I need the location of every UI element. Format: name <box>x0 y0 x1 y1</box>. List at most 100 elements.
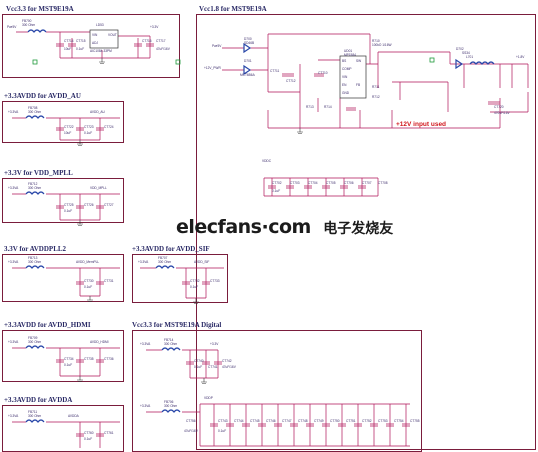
net-label: +3.3VA <box>138 260 149 264</box>
net-label: AVDD_HDMI <box>90 340 109 344</box>
ref-label: CT702 <box>272 181 282 185</box>
ref-label: UD01 <box>344 49 353 53</box>
value-label: 300 Ohm <box>164 342 178 346</box>
ref-label: CT743 <box>218 419 228 423</box>
panel-avdd-hdmi <box>2 330 124 382</box>
ref-label: CT755 <box>410 419 420 423</box>
ref-label: CT712 <box>286 79 296 83</box>
ref-label: CT747 <box>282 419 292 423</box>
ref-label: CT742 <box>222 359 232 363</box>
part-label: SS34 <box>462 51 470 55</box>
net-label: Pwr5V <box>7 25 17 29</box>
panel-title-vcc33-top: Vcc3.3 for MST9E19A <box>6 5 74 13</box>
net-label: +3.3VA <box>8 110 19 114</box>
value-label: 300 Ohm <box>158 260 172 264</box>
panel-title-vcc18: Vcc1.8 for MST9E19A <box>199 5 267 13</box>
ref-label: D702 <box>456 47 464 51</box>
ref-label: CT706 <box>344 181 354 185</box>
watermark-logo-text: elecfans·com <box>176 216 311 238</box>
value-label: 47uF/16V <box>156 47 170 51</box>
panel-title-avdd-au: +3.3AVDD for AVDD_AU <box>4 92 81 100</box>
value-label: 300 Ohm <box>28 340 42 344</box>
net-label: AVDD_MemPLL <box>76 260 100 264</box>
value-label: 0.1uF <box>194 365 203 369</box>
pin-label: VOUT <box>108 33 117 37</box>
ref-label: CT751 <box>346 419 356 423</box>
ref-label: FB712 <box>28 182 38 186</box>
ref-label: D701 <box>244 59 252 63</box>
pin-label: BS <box>342 59 347 63</box>
net-label: Pwr5V <box>212 44 222 48</box>
pin-label: VIN <box>92 33 98 37</box>
net-label: +3.3V <box>210 342 219 346</box>
value-label: 0.1uF <box>190 285 199 289</box>
ref-label: FB709 <box>28 336 38 340</box>
ref-label: CT733 <box>210 279 220 283</box>
ref-label: CT748 <box>298 419 308 423</box>
ref-label: FB707 <box>158 256 168 260</box>
watermark: elecfans·com 电子发烧友 <box>176 216 393 238</box>
ref-label: L701 <box>466 55 474 59</box>
ref-label: CT726 <box>84 203 94 207</box>
ref-label: CT761 <box>104 431 114 435</box>
pin-label: COMP <box>342 67 352 71</box>
annotation-12v-input: +12V input used <box>396 121 447 128</box>
ref-label: CT716 <box>142 39 152 43</box>
ref-label: CT741 <box>208 365 218 369</box>
ref-label: CT717 <box>156 39 166 43</box>
panel-title-avddpll2: 3.3V for AVDDPLL2 <box>4 245 67 253</box>
ref-label: CT736 <box>104 357 114 361</box>
ref-label: CT722 <box>64 125 74 129</box>
ref-label: CT707 <box>362 181 372 185</box>
ref-label: CT720 <box>494 105 504 109</box>
value-label: 300 Ohm <box>28 414 42 418</box>
net-label: +3.3VA <box>140 404 151 408</box>
value-label: 300 Ohm <box>164 404 178 408</box>
ref-label: CT708 <box>378 181 388 185</box>
panel-avdd-au <box>2 101 124 143</box>
panel-vdd-mpll <box>2 178 124 223</box>
ref-label: FB706 <box>164 400 174 404</box>
value-label: 470uF/16V <box>494 111 510 115</box>
panel-avddpll2 <box>2 254 124 302</box>
ref-label: CT704 <box>308 181 318 185</box>
ref-label: FB708 <box>28 106 38 110</box>
net-label: AVDD_SIF <box>194 260 210 264</box>
ref-label: CT756 <box>186 419 196 423</box>
panel-title-vcc33-digital: Vcc3.3 for MST9E19A Digital <box>132 321 222 329</box>
ref-label: CT727 <box>104 203 114 207</box>
ref-label: CT732 <box>190 279 200 283</box>
ref-label: FB713 <box>28 256 38 260</box>
pin-label: ADJ <box>92 41 99 45</box>
ref-label: CT731 <box>104 279 114 283</box>
ref-label: CT715 <box>76 39 86 43</box>
pin-label: SW <box>356 59 362 63</box>
net-label: VDDP <box>204 396 213 400</box>
pin-label: EN <box>342 83 347 87</box>
ref-label: LD53 <box>96 23 104 27</box>
ref-label: CT744 <box>234 419 244 423</box>
ref-label: CT752 <box>362 419 372 423</box>
value-label: 300 Ohm <box>28 186 42 190</box>
part-label: AIC1084-33PM <box>90 49 112 53</box>
value-label: 0.1uF <box>218 429 227 433</box>
value-label: 10uF <box>64 47 72 51</box>
value-label: 0.1uF <box>84 437 93 441</box>
panel-title-avdda: +3.3AVDD for AVDDA <box>4 396 73 404</box>
ref-label: CT745 <box>250 419 260 423</box>
value-label: 0.1uF <box>272 189 281 193</box>
ref-label: CT730 <box>84 279 94 283</box>
ref-label: R710 <box>372 39 380 43</box>
panel-title-avdd-sif: +3.3AVDD for AVDD_SIF <box>132 245 210 253</box>
net-label: VDD_MPLL <box>90 186 107 190</box>
ref-label: CT746 <box>266 419 276 423</box>
net-label: +3.3VA <box>8 260 19 264</box>
net-label: AVDD_AU <box>90 110 105 114</box>
ref-label: CT740 <box>194 359 204 363</box>
ref-label: FB714 <box>164 338 174 342</box>
ref-label: CT735 <box>84 357 94 361</box>
net-label: +3.3VA <box>140 342 151 346</box>
value-label: 47uF/16V <box>184 429 198 433</box>
ref-label: CT750 <box>330 419 340 423</box>
